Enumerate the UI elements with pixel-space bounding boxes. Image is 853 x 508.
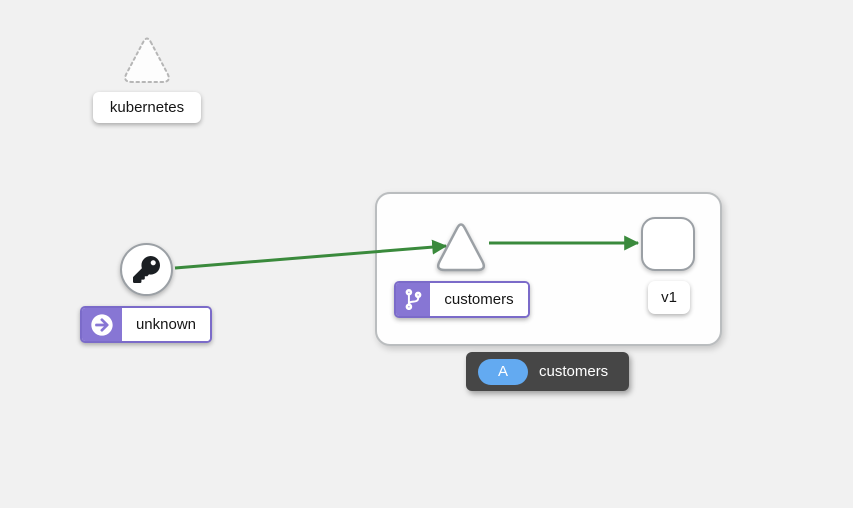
arrow-circle-right-icon <box>91 313 113 336</box>
unknown-label[interactable]: unknown <box>80 306 212 343</box>
v1-label-text: v1 <box>661 289 677 306</box>
dashed-triangle-shape[interactable] <box>124 37 170 83</box>
triangle-shape[interactable] <box>436 223 486 272</box>
kubernetes-cluster-node[interactable] <box>110 25 185 95</box>
workload-v1-label[interactable]: v1 <box>648 281 690 314</box>
kubernetes-label[interactable]: kubernetes <box>93 92 201 123</box>
unknown-label-text: unknown <box>121 308 210 341</box>
kubernetes-label-text: kubernetes <box>109 99 185 116</box>
key-icon <box>133 256 160 283</box>
code-branch-icon <box>405 289 421 310</box>
app-box-label[interactable]: A customers <box>466 352 629 391</box>
customers-label-text: customers <box>430 283 528 316</box>
edge-unknown-to-customers[interactable] <box>174 239 448 270</box>
customers-service-node[interactable] <box>425 211 500 281</box>
customers-label-badge <box>396 283 430 316</box>
workload-v1-node[interactable] <box>641 217 695 271</box>
unknown-node[interactable] <box>120 243 173 296</box>
app-badge: A <box>478 358 528 385</box>
customers-service-label[interactable]: customers <box>394 281 530 318</box>
app-box-label-text: customers <box>539 363 609 380</box>
unknown-label-badge <box>82 308 122 341</box>
app-badge-text: A <box>497 363 508 380</box>
